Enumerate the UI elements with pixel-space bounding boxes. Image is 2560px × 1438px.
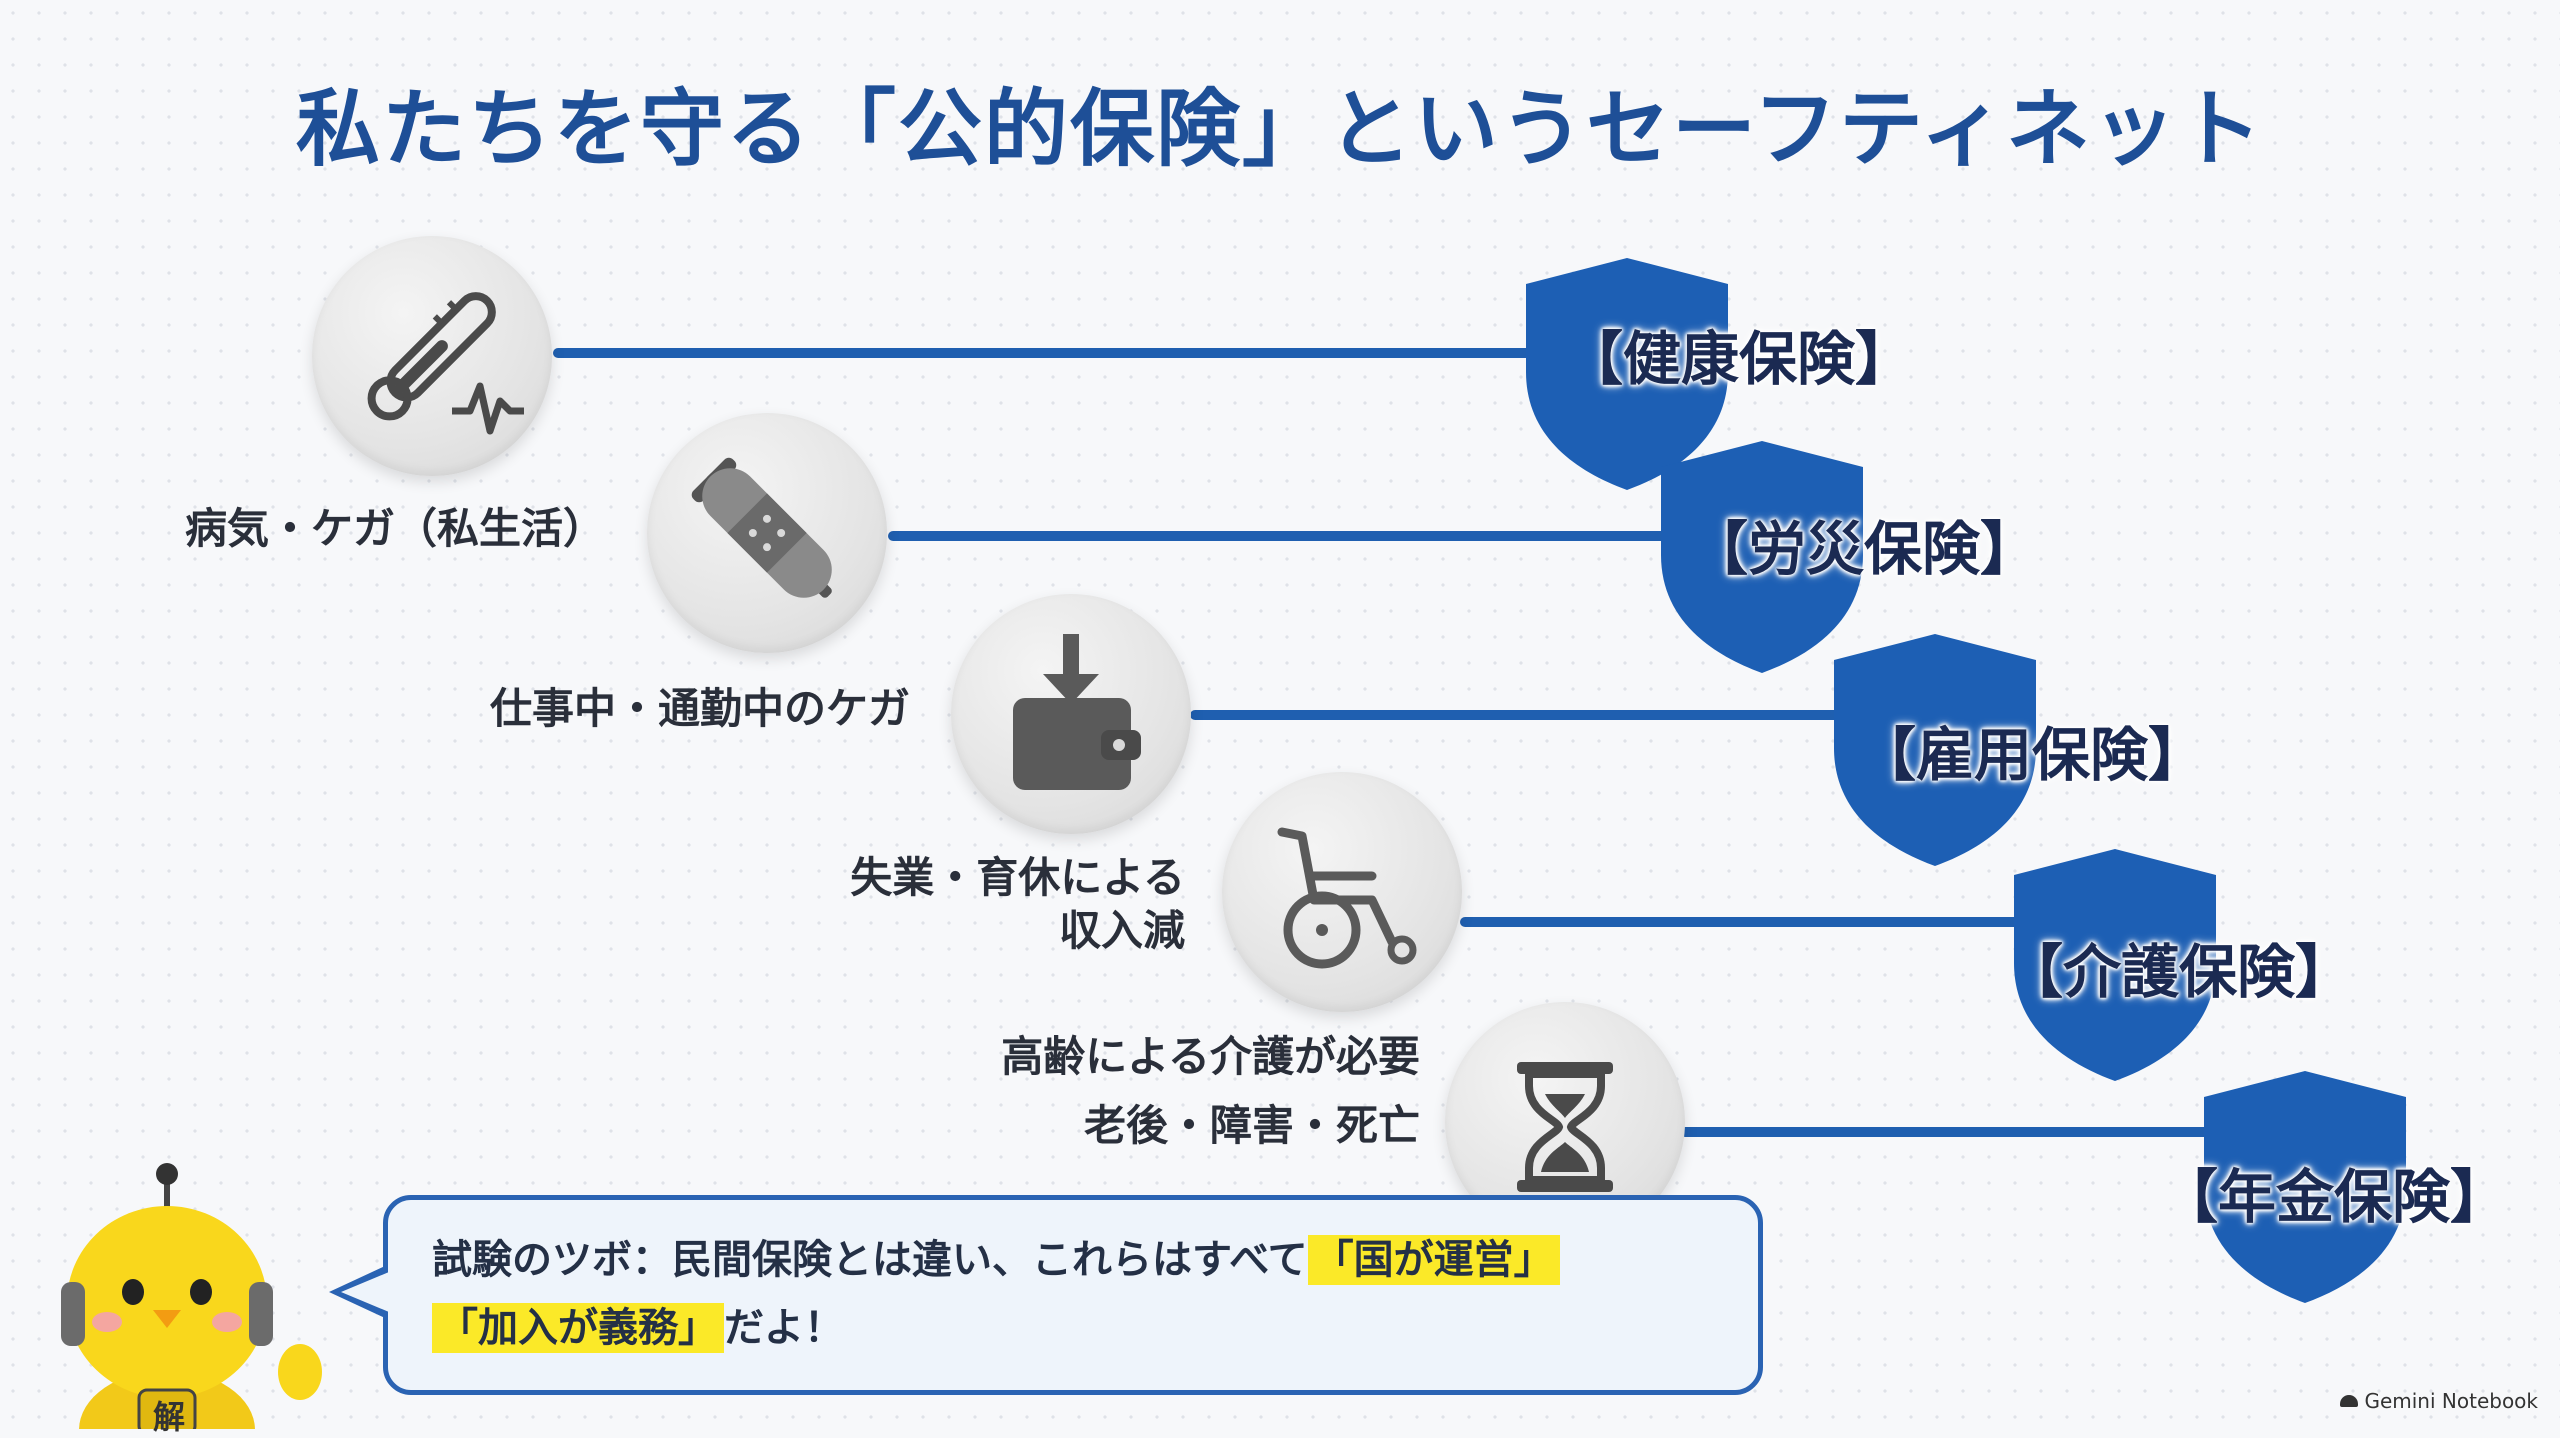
bubble-text: 試験のツボ：民間保険とは違い、これらはすべて — [432, 1237, 1308, 1283]
bubble-line-2: 「加入が義務」だよ！ — [432, 1294, 1714, 1362]
wallet-icon-circle — [951, 594, 1191, 834]
thermometer-icon-circle — [312, 236, 552, 476]
notebook-icon — [2340, 1395, 2359, 1407]
bandage-crutch-icon — [691, 457, 832, 598]
connector-line — [553, 348, 1553, 358]
wallet-icon — [1013, 634, 1141, 790]
speech-bubble: 試験のツボ：民間保険とは違い、これらはすべて「国が運営」 「加入が義務」だよ！ — [383, 1195, 1763, 1395]
bandage-icon-circle — [647, 413, 887, 653]
wheelchair-icon — [1277, 827, 1417, 969]
shield-health — [1522, 254, 1732, 494]
row-label-unemployment: 失業・育休による 収入減 — [850, 852, 1185, 957]
highlight-state-run: 「国が運営」 — [1307, 1235, 1560, 1285]
page-title: 私たちを守る「公的保険」というセーフティネット — [296, 80, 2264, 178]
connector-line — [1460, 917, 2080, 927]
connector-line — [888, 531, 1688, 541]
shield-employment — [1830, 630, 2040, 870]
mascot-character: 解 — [55, 1160, 335, 1438]
shield-pension — [2200, 1067, 2410, 1307]
mascot-badge: 解 — [152, 1398, 185, 1436]
bubble-tail-fill — [341, 1272, 389, 1312]
watermark-text: Gemini Notebook — [2364, 1389, 2538, 1413]
bubble-line-1: 試験のツボ：民間保険とは違い、これらはすべて「国が運営」 — [432, 1226, 1714, 1294]
bubble-text-end: だよ！ — [724, 1305, 844, 1351]
wheelchair-icon-circle — [1222, 772, 1462, 1012]
row-label-illness: 病気・ケガ（私生活） — [185, 504, 606, 553]
thermometer-icon — [367, 292, 524, 435]
insurance-long-term-care: 【介護保険】 — [2005, 938, 2354, 1006]
highlight-mandatory: 「加入が義務」 — [432, 1303, 724, 1353]
insurance-workers-comp: 【労災保険】 — [1690, 515, 2039, 583]
connector-line — [1680, 1127, 2280, 1137]
shield-long-term-care — [2010, 845, 2220, 1085]
shield-workers-comp — [1657, 437, 1867, 677]
label-line: 収入減 — [1058, 905, 1185, 955]
label-line: 失業・育休による — [850, 853, 1185, 902]
connector-line — [1190, 710, 1870, 720]
watermark: Gemini Notebook — [2340, 1389, 2538, 1413]
insurance-health: 【健康保険】 — [1565, 325, 1914, 393]
row-label-elderly-care: 高齢による介護が必要 — [1001, 1032, 1420, 1081]
insurance-employment: 【雇用保険】 — [1858, 721, 2207, 789]
hourglass-icon — [1517, 1062, 1613, 1192]
row-label-work-injury: 仕事中・通勤中のケガ — [489, 684, 910, 733]
insurance-pension: 【年金保険】 — [2160, 1163, 2509, 1231]
row-label-old-age: 老後・障害・死亡 — [1083, 1101, 1420, 1150]
